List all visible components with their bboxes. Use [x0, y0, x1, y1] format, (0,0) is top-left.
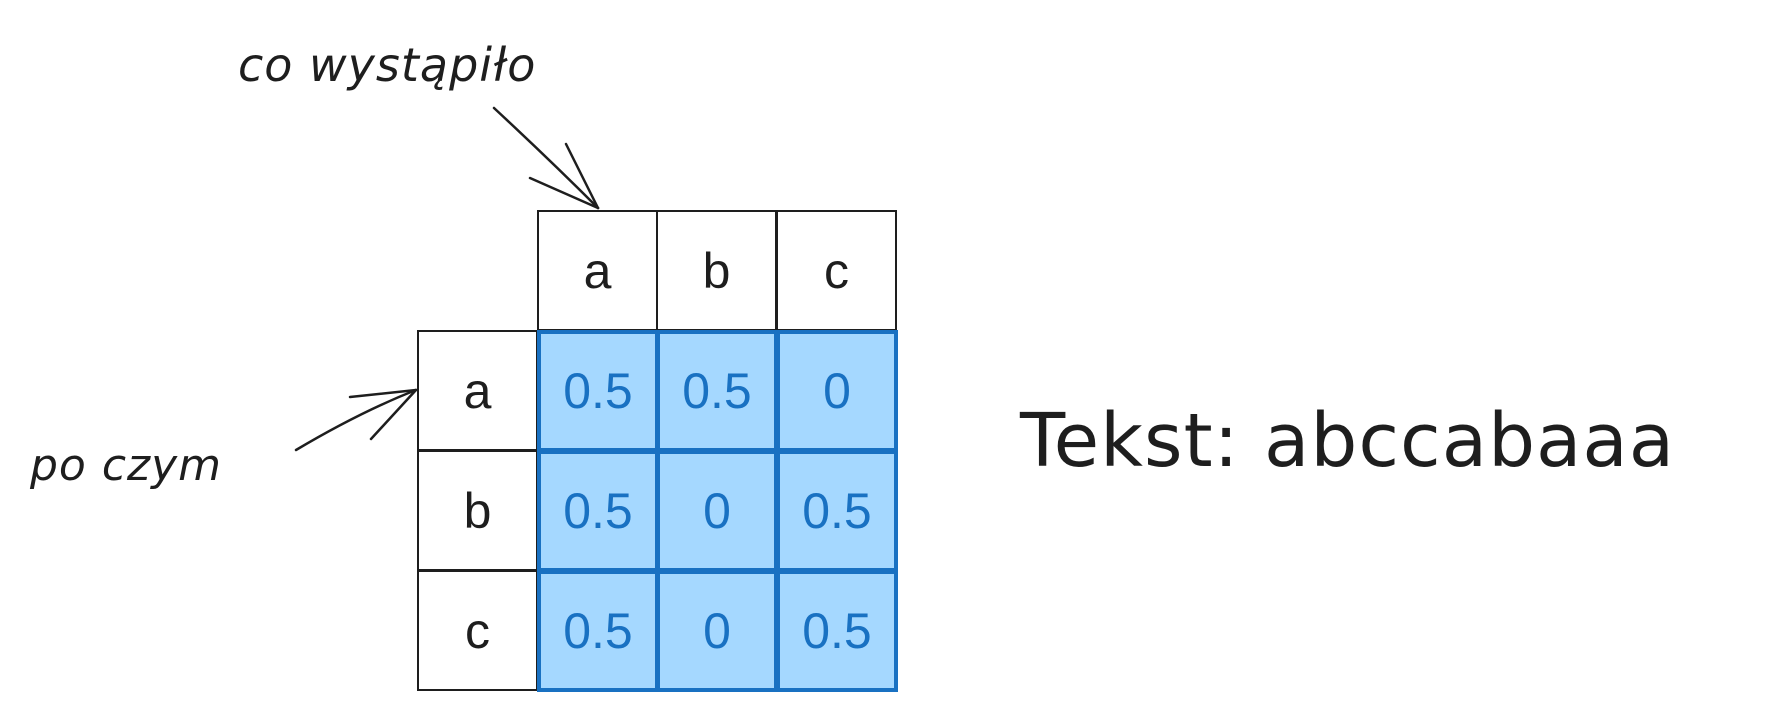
matrix-cell-c-c: 0.5 [776, 570, 898, 692]
matrix-cell-a-b: 0.5 [656, 330, 778, 452]
matrix-cell-a-a: 0.5 [537, 330, 659, 452]
matrix-cell-a-c: 0 [776, 330, 898, 452]
matrix-cell-b-a: 0.5 [537, 450, 659, 572]
matrix-cell-c-b: 0 [656, 570, 778, 692]
column-header-a: a [537, 210, 658, 331]
matrix-cell-b-b: 0 [656, 450, 778, 572]
row-header-c: c [417, 570, 538, 691]
arrow-to-row-headers [294, 388, 418, 452]
row-header-a: a [417, 330, 538, 451]
row-axis-label: po czym [30, 440, 223, 491]
arrow-to-column-headers [492, 106, 600, 210]
column-header-b: b [656, 210, 777, 331]
matrix-cell-c-a: 0.5 [537, 570, 659, 692]
matrix-cell-b-c: 0.5 [776, 450, 898, 572]
text-label: Tekst: abccabaaa [1020, 398, 1676, 484]
row-header-b: b [417, 450, 538, 571]
column-header-c: c [776, 210, 897, 331]
column-axis-label: co wystąpiło [238, 38, 537, 92]
